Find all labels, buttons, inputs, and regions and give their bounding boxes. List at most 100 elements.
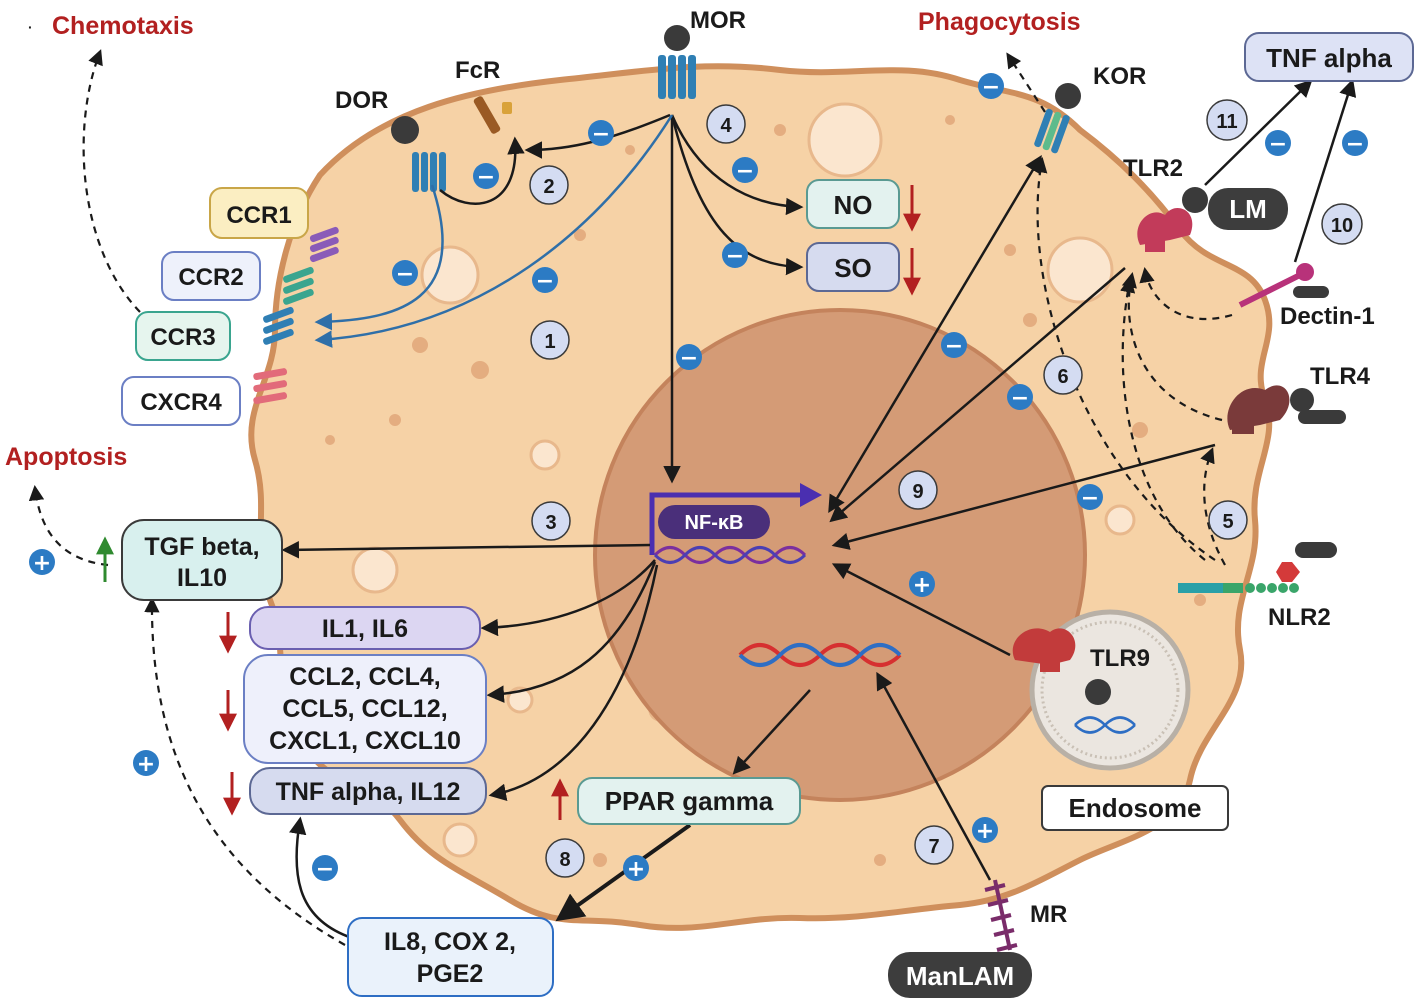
tlr4-receptor-icon	[1227, 385, 1346, 434]
tlr9-label: TLR9	[1090, 645, 1150, 672]
manlam-ligand-pill	[888, 952, 1032, 998]
svg-text:9: 9	[912, 481, 923, 503]
il8-cox2-label-line1: IL8, COX 2,	[384, 928, 516, 956]
step-1: 1	[530, 320, 570, 360]
nuclear-dna-helix	[738, 643, 902, 667]
nfkb-pill	[658, 505, 770, 539]
il1-il6-box	[249, 606, 481, 650]
tlr2-label: TLR2	[1123, 155, 1183, 182]
signaling-arrows	[28, 49, 1357, 946]
so-label: SO	[834, 253, 872, 283]
apoptosis-label: Apoptosis	[5, 443, 127, 471]
svg-text:6: 6	[1057, 366, 1068, 388]
endosome-label: Endosome	[1069, 793, 1202, 823]
chemotaxis-label: Chemotaxis	[52, 12, 194, 40]
ccr2-receptor-icon	[283, 266, 314, 305]
promoter-arrow-head	[800, 483, 822, 507]
step-9: 9	[898, 470, 938, 510]
minus-sign-icon: −	[1342, 130, 1368, 157]
dectin-1-receptor-icon	[1238, 263, 1329, 308]
il8-cox2-box	[347, 917, 554, 997]
svg-text:−: −	[536, 269, 554, 294]
svg-text:2: 2	[543, 176, 554, 198]
mor-label: MOR	[690, 7, 746, 34]
mor-receptor-icon	[658, 25, 696, 99]
ccr2-label: CCR2	[178, 264, 243, 291]
no-label: NO	[834, 190, 873, 220]
dor-receptor-icon	[391, 116, 446, 192]
svg-text:−: −	[726, 244, 744, 269]
svg-text:−: −	[316, 857, 334, 882]
lm-label: LM	[1229, 194, 1267, 224]
ppar-gamma-box	[577, 777, 801, 825]
dor-label: DOR	[335, 87, 388, 114]
endosome-box	[1041, 785, 1229, 831]
minus-sign-icon: −	[473, 163, 499, 190]
plus-sign-icon: +	[972, 817, 998, 844]
minus-sign-icon: −	[588, 120, 614, 147]
kor-label: KOR	[1093, 63, 1146, 90]
kor-receptor-icon	[1034, 83, 1081, 154]
minus-signs: − − − − − − − − − − − − − −	[312, 73, 1368, 882]
so-box	[806, 242, 900, 292]
svg-text:+: +	[976, 819, 994, 844]
svg-text:−: −	[1081, 486, 1099, 511]
plus-sign-icon: +	[133, 750, 159, 777]
svg-text:−: −	[396, 262, 414, 287]
dectin-1-label: Dectin-1	[1280, 303, 1375, 330]
no-box	[806, 179, 900, 229]
tnf-il12-box	[249, 767, 487, 815]
svg-text:−: −	[1011, 386, 1029, 411]
cxcr4-label: CXCR4	[140, 389, 222, 416]
cytoplasm-vesicles	[351, 102, 1136, 858]
step-2: 2	[529, 165, 569, 205]
svg-text:−: −	[945, 334, 963, 359]
chemokine-label-line2: CCL5, CCL12,	[282, 695, 447, 723]
svg-text:−: −	[1346, 132, 1364, 157]
svg-text:5: 5	[1222, 511, 1233, 533]
endosome-dna-icon	[1074, 716, 1136, 734]
minus-sign-icon: −	[312, 855, 338, 882]
ccr3-receptor-icon	[263, 306, 294, 345]
svg-text:7: 7	[928, 836, 939, 858]
svg-text:+: +	[137, 752, 155, 777]
manlam-label: ManLAM	[906, 961, 1014, 991]
step-10: 10	[1321, 203, 1363, 245]
change-indicators	[96, 185, 921, 820]
minus-sign-icon: −	[676, 344, 702, 371]
tlr2-receptor-icon	[1137, 187, 1208, 252]
promoter-arrow	[649, 492, 810, 555]
svg-text:−: −	[1269, 132, 1287, 157]
nucleus	[593, 308, 1087, 802]
plus-signs: + + + + +	[29, 549, 998, 882]
mr-label: MR	[1030, 901, 1067, 928]
step-3: 3	[531, 501, 571, 541]
small-dot: ·	[28, 19, 33, 35]
svg-text:8: 8	[559, 849, 570, 871]
ccr3-box	[135, 311, 231, 361]
step-6: 6	[1043, 355, 1083, 395]
minus-sign-icon: −	[732, 157, 758, 184]
minus-sign-icon: −	[1007, 384, 1033, 411]
ccr2-box	[161, 251, 261, 301]
ppar-gamma-label: PPAR gamma	[605, 786, 774, 816]
svg-text:−: −	[982, 75, 1000, 100]
step-7: 7	[914, 825, 954, 865]
step-8: 8	[545, 838, 585, 878]
svg-text:11: 11	[1216, 111, 1237, 133]
nlr2-receptor-icon	[1178, 542, 1337, 593]
nfkb-dna-helix	[653, 546, 807, 564]
cxcr4-box	[121, 376, 241, 426]
tnf-alpha-top-label: TNF alpha	[1266, 43, 1392, 73]
plus-sign-icon: +	[909, 571, 935, 598]
il8-cox2-label-line2: PGE2	[417, 960, 484, 988]
tlr9-receptor-icon	[1012, 628, 1111, 705]
step-5: 5	[1208, 500, 1248, 540]
minus-sign-icon: −	[1265, 130, 1291, 157]
svg-text:1: 1	[544, 331, 555, 353]
nlr2-label: NLR2	[1268, 604, 1331, 631]
ccr1-receptor-icon	[309, 226, 339, 263]
ccr1-box	[209, 187, 309, 239]
chemokine-label-line3: CXCL1, CXCL10	[269, 727, 461, 755]
